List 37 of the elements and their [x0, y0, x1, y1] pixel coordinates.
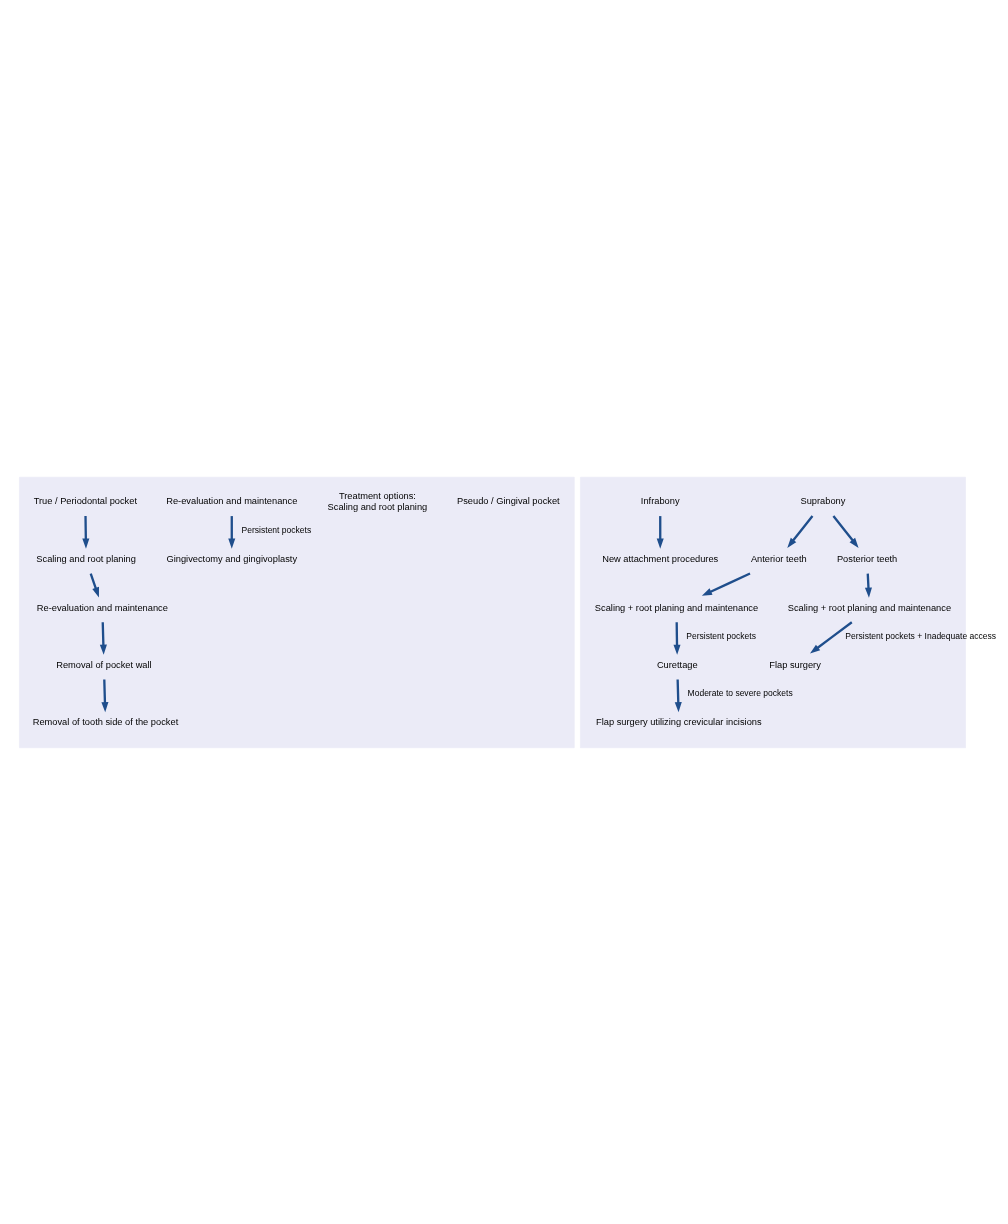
edge-label: Persistent pockets	[685, 630, 756, 641]
arrow	[100, 679, 108, 712]
node-text: Flap surgery utilizing crevicular incisions	[595, 716, 762, 727]
edge-label: Moderate to severe pockets	[687, 687, 793, 698]
node-text: Curettage	[656, 659, 698, 670]
node-text: True / Periodontal pocket	[33, 495, 137, 506]
arrow	[672, 621, 681, 655]
node-text: Scaling + root planing and maintenance	[787, 602, 951, 613]
arrow	[227, 515, 235, 549]
arrow	[701, 571, 750, 596]
arrow	[656, 515, 664, 549]
node-text: Anterior teeth	[750, 553, 807, 564]
node-text: Suprabony	[799, 495, 845, 506]
node-text: New attachment procedures	[601, 553, 718, 564]
node-text: Pseudo / Gingival pocket	[456, 495, 560, 506]
edge-label: Persistent pockets	[241, 524, 311, 535]
node-text: Flap surgery	[768, 659, 821, 670]
node-text: Posterior teeth	[836, 553, 897, 564]
node-text: Removal of tooth side of the pocket	[32, 716, 178, 727]
node-text: Re-evaluation and maintenance	[165, 495, 297, 506]
cluster	[579, 476, 966, 748]
node-text: Gingivectomy and gingivoplasty	[166, 553, 297, 564]
cluster	[18, 476, 575, 748]
node-text: Treatment options: Scaling and root planing	[327, 490, 427, 512]
arrow	[786, 514, 813, 548]
node-text: Scaling and root planing	[35, 553, 136, 564]
node-text: Scaling + root planing and maintenance	[594, 602, 758, 613]
arrow	[832, 514, 859, 548]
node-text: Removal of pocket wall	[55, 659, 152, 670]
arrow	[809, 620, 852, 654]
arrow	[99, 621, 107, 655]
edge-label: Persistent pockets + Inadequate access	[844, 630, 996, 641]
node-text: Re-evaluation and maintenance	[36, 602, 168, 613]
arrow	[674, 679, 682, 712]
node-text: Infrabony	[640, 495, 680, 506]
arrow	[81, 515, 89, 549]
arrow	[89, 572, 99, 597]
